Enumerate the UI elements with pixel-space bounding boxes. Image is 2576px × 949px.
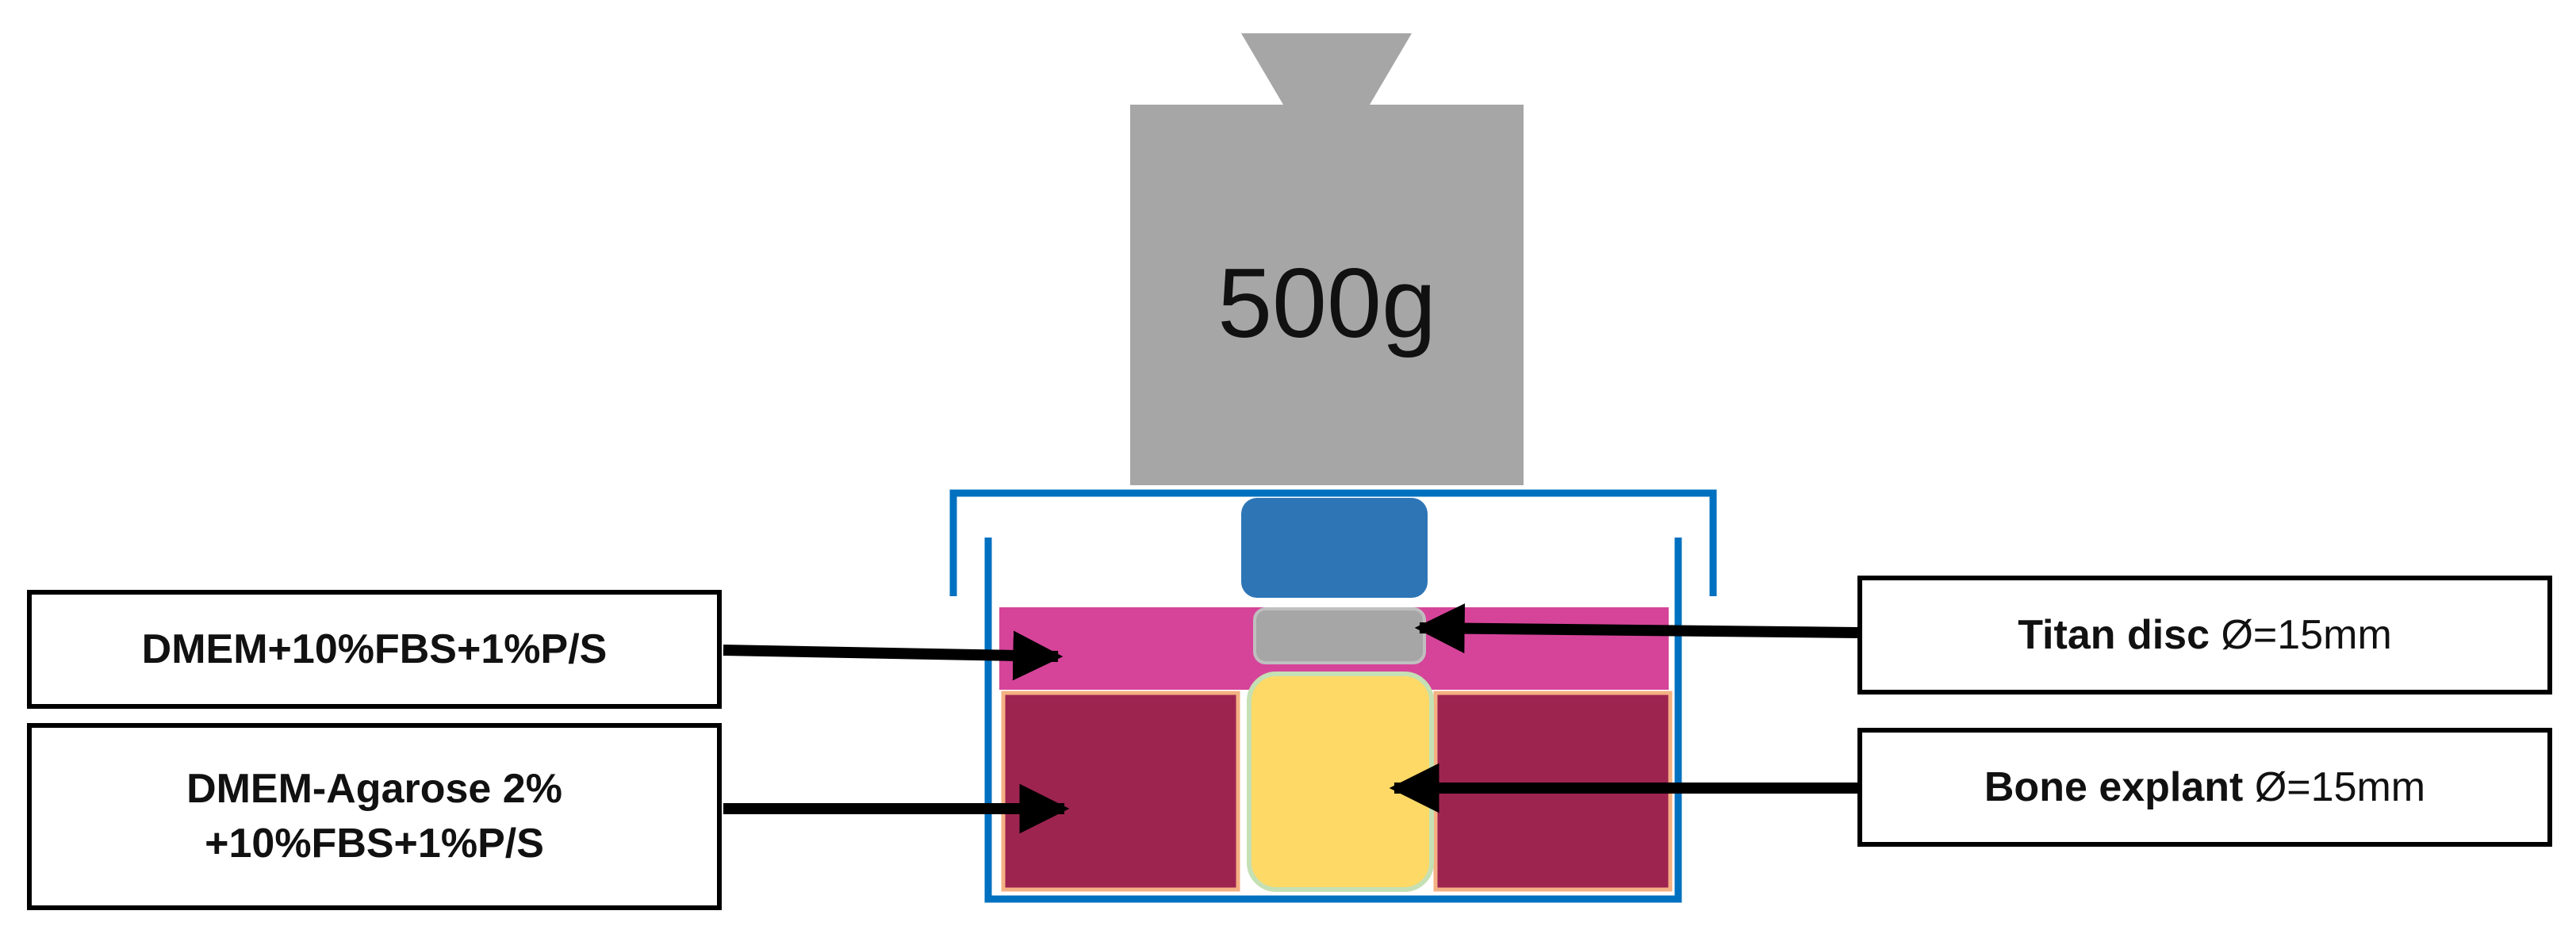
weight-label: 500g [1217,249,1436,358]
label-titan-disc-name: Titan disc [2018,611,2210,658]
label-bone-explant-name: Bone explant [1984,763,2244,810]
outer-lid [949,489,1717,596]
label-agarose-lines: DMEM-Agarose 2% +10%FBS+1%P/S [186,762,562,871]
label-agarose-line2: +10%FBS+1%P/S [205,821,544,867]
label-bone-explant-size: Ø=15mm [2254,763,2426,810]
weight-block [1130,105,1524,485]
plunger [1241,498,1428,598]
weight: 500g [1130,33,1524,485]
arrow-titan-disc [1414,603,1858,654]
label-culture-medium: DMEM+10%FBS+1%P/S [27,590,722,709]
arrow-medium [723,630,1064,681]
titan-disc [1253,607,1426,664]
well-container [984,538,1682,903]
label-titan-disc: Titan disc Ø=15mm [1857,576,2552,695]
weight-hook [1241,33,1412,105]
agarose-left [1001,691,1240,892]
label-agarose-line1: DMEM-Agarose 2% [186,766,562,813]
arrows [723,603,1858,834]
label-culture-medium-text: DMEM+10%FBS+1%P/S [141,626,608,672]
label-titan-disc-size: Ø=15mm [2221,611,2392,658]
label-bone-explant: Bone explant Ø=15mm [1857,728,2552,847]
bone-explant [1247,672,1434,892]
label-agarose: DMEM-Agarose 2% +10%FBS+1%P/S [27,723,722,910]
